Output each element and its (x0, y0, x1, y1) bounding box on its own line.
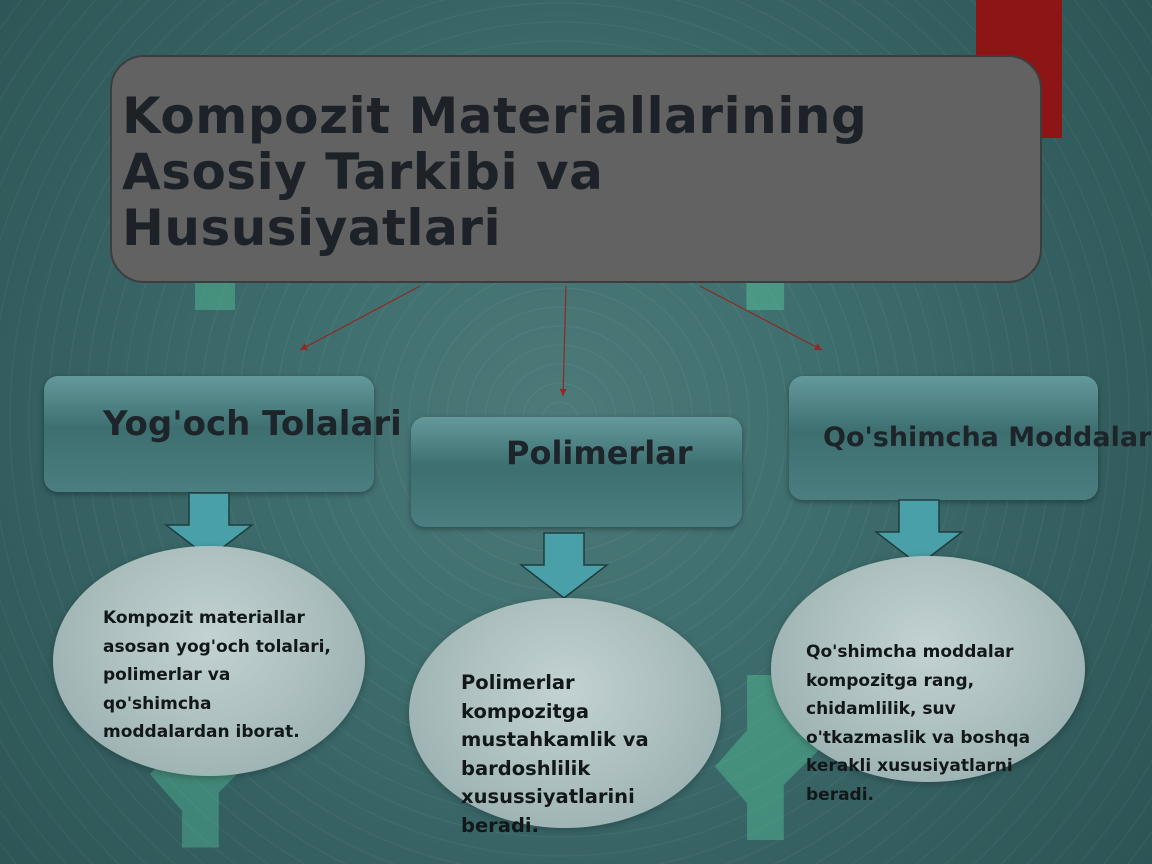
connector-arrow-icon (699, 285, 823, 351)
category-label-additives: Qo'shimcha Moddalar (823, 422, 1152, 453)
down-arrow-icon (874, 499, 964, 566)
description-ellipse-wood-fibers (53, 546, 365, 776)
description-text-wood-fibers: Kompozit materiallar asosan yog'och tola… (103, 608, 331, 742)
down-arrow-icon (519, 532, 609, 599)
category-box-additives (789, 376, 1098, 500)
description-ellipse-additives (771, 556, 1085, 782)
title-box (110, 55, 1042, 283)
connector-arrow-icon (299, 285, 421, 351)
description-ellipse-polymers (409, 598, 721, 828)
category-box-wood-fibers (44, 376, 374, 492)
category-label-polymers: Polimerlar (506, 434, 693, 472)
description-text-additives: Qo'shimcha moddalar kompozitga rang, chi… (806, 642, 1031, 805)
category-box-polymers (411, 417, 742, 527)
diagram-title: Kompozit Materiallarining Asosiy Tarkibi… (122, 87, 868, 257)
watermark-logo-icon (715, 675, 821, 840)
category-label-wood-fibers: Yog'och Tolalari (103, 404, 402, 444)
down-arrow-icon (164, 492, 254, 559)
description-text-polymers: Polimerlar kompozitga mustahkamlik va ba… (461, 671, 649, 837)
connector-arrow-icon (559, 285, 567, 397)
